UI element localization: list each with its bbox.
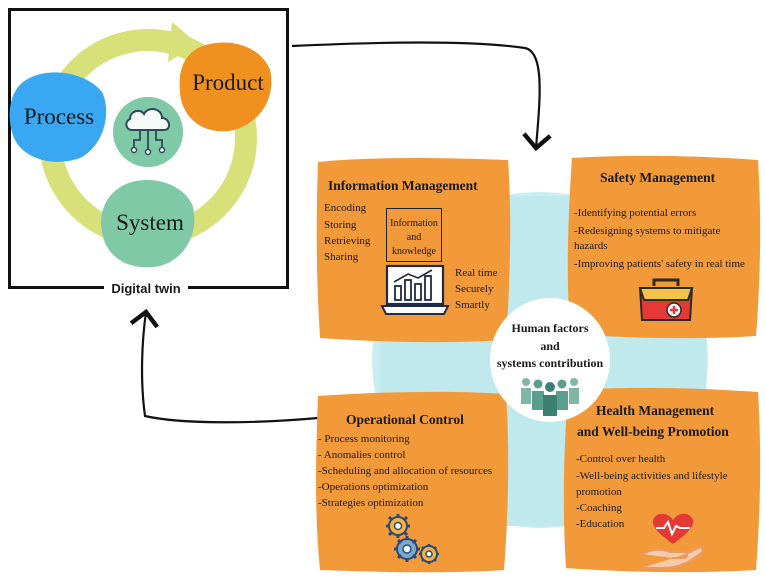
safety-card [567,155,761,339]
info-card [316,158,511,343]
info-item-retrieving: Retrieving [324,235,371,247]
info-box-line-1: Information [390,218,438,229]
safety-item-3: -Improving patients' safety in real time [574,258,745,270]
info-card-title: Information Management [328,178,478,193]
health-item-1: -Control over health [576,453,666,465]
safety-card-title: Safety Management [600,170,716,185]
heart-hand-icon [641,513,704,569]
product-label: Product [192,70,264,95]
health-item-2: -Well-being activities and lifestyle [576,470,728,482]
info-item-encoding: Encoding [324,202,367,214]
safety-item-2-cont: hazards [574,240,608,252]
health-item-3: -Coaching [576,502,622,514]
system-label: System [116,210,184,235]
safety-item-1: -Identifying potential errors [574,207,697,219]
people-group-icon [521,378,579,416]
ops-card-title: Operational Control [346,412,464,427]
ops-item-4: -Operations optimization [318,481,429,493]
hub-circle [490,298,610,422]
first-aid-kit-icon [638,278,694,321]
info-item-storing: Storing [324,219,357,231]
info-tag-securely: Securely [455,283,494,295]
cloud-network-icon [113,97,183,167]
hub-line-3: systems contribution [496,356,604,370]
health-item-2-cont: promotion [576,486,622,498]
health-card-title-line-1: Health Management [596,403,715,418]
connector-arrow-to-cards [291,41,552,152]
digital-twin-label: Digital twin [104,279,188,299]
ops-item-2: - Anomalies control [318,449,406,461]
hub-line-1: Human factors [511,321,589,335]
hub-line-2: and [540,339,560,353]
info-item-sharing: Sharing [324,251,359,263]
process-blob [9,72,107,162]
product-blob [179,42,272,132]
ops-card [316,391,509,573]
health-card [563,387,761,573]
connector-arrow-to-twin [129,308,319,424]
system-blob [101,180,195,268]
info-box-line-2: and [406,232,422,243]
safety-item-2: -Redesigning systems to mitigate [574,225,721,237]
info-tag-realtime: Real time [455,267,498,279]
health-card-title-line-2: and Well-being Promotion [577,424,729,439]
info-box-line-3: knowledge [392,246,436,257]
ops-item-1: - Process monitoring [318,433,410,445]
info-knowledge-box [386,208,442,262]
ops-item-3: -Scheduling and allocation of resources [318,465,493,477]
gears-icon [386,514,439,564]
ops-item-5: -Strategies optimization [318,497,424,509]
process-label: Process [23,104,95,129]
health-item-4: -Education [576,518,625,530]
info-tag-smartly: Smartly [455,299,490,311]
laptop-chart-icon [380,264,450,315]
